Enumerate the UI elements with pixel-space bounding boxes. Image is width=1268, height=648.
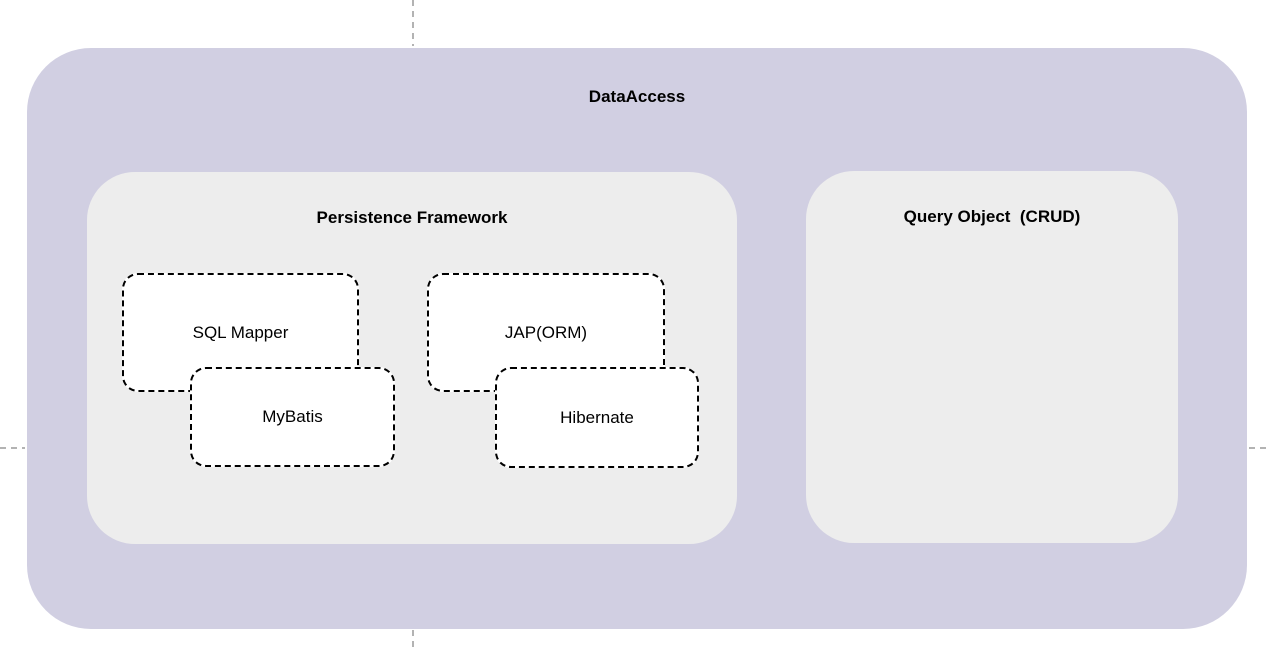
alignment-guide-top [412,0,414,46]
node-sql-mapper-label: SQL Mapper [192,322,289,342]
persistence-framework-title: Persistence Framework [316,208,508,227]
node-mybatis[interactable]: MyBatis [190,367,395,467]
group-query-object[interactable]: Query Object (CRUD) [806,171,1178,543]
alignment-guide-bottom [412,630,414,648]
query-object-title: Query Object (CRUD) [903,207,1081,226]
container-dataaccess[interactable]: DataAccess Persistence Framework SQL Map… [27,48,1247,629]
dataaccess-title: DataAccess [588,87,686,106]
group-persistence-framework[interactable]: Persistence Framework SQL Mapper JAP(ORM… [87,172,737,544]
node-jap-orm-label: JAP(ORM) [504,322,588,342]
alignment-guide-left [0,447,25,449]
node-hibernate-label: Hibernate [560,407,634,427]
node-mybatis-label: MyBatis [262,407,323,426]
node-hibernate[interactable]: Hibernate [495,367,699,468]
alignment-guide-right [1249,447,1268,449]
